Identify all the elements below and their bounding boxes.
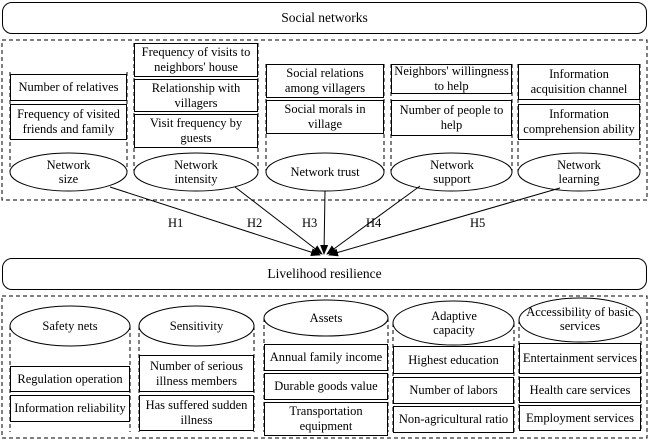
livelihood-resilience-group-frame: [1, 295, 648, 439]
social-networks-title: Social networks: [2, 2, 647, 34]
indicator-neighbors-willingness-to-help: Neighbors' willingness to help: [391, 64, 512, 94]
indicator-frequency-of-visited-friends: Frequency of visited friends and family: [10, 104, 127, 140]
cylinder-network-intensity: [133, 43, 259, 192]
arrow-h5: [328, 187, 561, 257]
indicator-information-comprehension-ability: Information comprehension ability: [518, 104, 640, 140]
assets-label: Assets: [309, 310, 343, 325]
safety-nets-label: Safety nets: [42, 318, 98, 333]
arrow-h1: [109, 186, 321, 257]
indicator-social-relations-among-villagers: Social relations among villagers: [266, 64, 384, 98]
network-trust-label: Network trust: [290, 164, 360, 179]
indicator-annual-family-income: Annual family income: [264, 344, 388, 371]
indicator-number-of-labors: Number of labors: [393, 377, 514, 404]
indicator-relationship-with-villagers: Relationship with villagers: [134, 79, 258, 112]
indicator-visit-frequency-by-guests: Visit frequency by guests: [134, 114, 258, 148]
indicator-employment-services: Employment services: [519, 405, 641, 431]
indicator-durable-goods-value: Durable goods value: [264, 373, 388, 400]
network-size-label: Network size: [46, 157, 91, 186]
hypothesis-h2-label: H2: [247, 216, 263, 230]
arrow-h2: [234, 186, 323, 255]
indicator-social-morals-in-village: Social morals in village: [266, 100, 384, 134]
indicator-information-acquisition-channel: Information acquisition channel: [518, 64, 640, 100]
indicator-information-reliability: Information reliability: [10, 395, 130, 422]
indicator-number-of-people-to-help: Number of people to help: [391, 100, 512, 136]
indicator-number-of-relatives: Number of relatives: [10, 74, 127, 101]
indicator-non-agricultural-ratio: Non-agricultural ratio: [393, 406, 514, 433]
hypothesis-h5-label: H5: [470, 216, 486, 230]
indicator-number-of-serious-illness-members: Number of serious illness members: [139, 355, 254, 392]
indicator-transportation-equipment: Transportation equipment: [264, 402, 388, 436]
network-learning-label: Network learning: [557, 157, 601, 186]
arrow-h3: [320, 190, 329, 255]
hypothesis-h4-label: H4: [366, 216, 382, 230]
accessibility-of-basic-services-label: Accessibility of basic services: [526, 304, 634, 333]
indicator-regulation-operation: Regulation operation: [10, 366, 130, 392]
cylinder-adaptive-capacity: [392, 300, 515, 432]
indicator-highest-education: Highest education: [393, 346, 514, 374]
livelihood-resilience-title: Livelihood resilience: [2, 258, 647, 290]
indicator-entertainment-services: Entertainment services: [519, 343, 641, 374]
arrow-h4: [326, 185, 421, 255]
hypothesis-h1-label: H1: [168, 216, 184, 230]
indicator-has-suffered-sudden-illness: Has suffered sudden illness: [139, 395, 254, 431]
adaptive-capacity-label: Adaptive capacity: [431, 308, 477, 337]
network-intensity-label: Network intensity: [174, 157, 218, 186]
sensitivity-label: Sensitivity: [169, 318, 224, 333]
indicator-health-care-services: Health care services: [519, 377, 641, 403]
indicator-frequency-of-visits-to-neighbors: Frequency of visits to neighbors' house: [134, 43, 258, 77]
network-support-label: Network support: [430, 157, 474, 186]
hypothesis-h3-label: H3: [302, 216, 318, 230]
